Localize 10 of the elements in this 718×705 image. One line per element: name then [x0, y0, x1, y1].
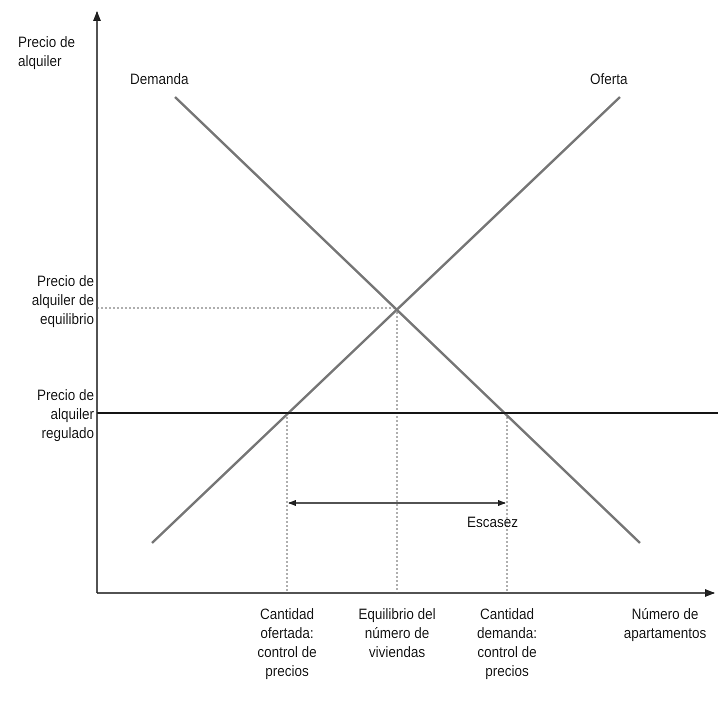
axis-label: Número de apartamentos [622, 605, 708, 643]
price-label: Precio de alquiler de equilibrio [30, 272, 94, 329]
price-label: Precio de alquiler regulado [36, 386, 94, 443]
shortage-label: Escasez [467, 513, 520, 532]
curve-label: Oferta [590, 70, 629, 89]
quantity-label: Cantidad demanda: control de precios [476, 605, 538, 681]
axis-label: Precio de alquiler [18, 33, 76, 71]
quantity-label: Cantidad ofertada: control de precios [256, 605, 318, 681]
quantity-label: Equilibrio del número de viviendas [357, 605, 437, 662]
curve-label: Demanda [130, 70, 190, 89]
